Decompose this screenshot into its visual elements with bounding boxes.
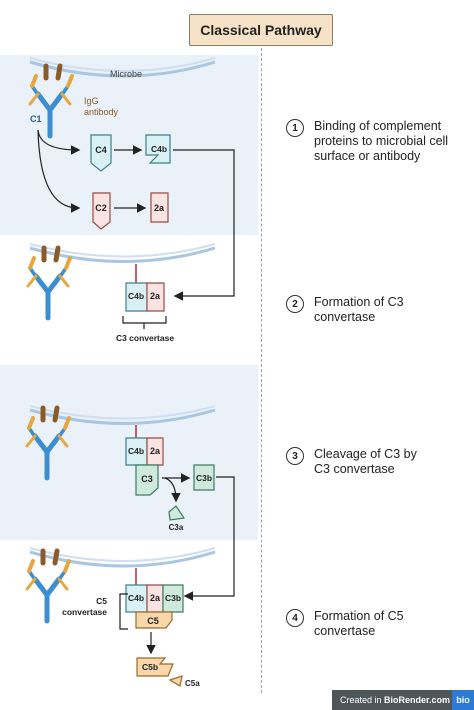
- step-description: Cleavage of C3 by C3 convertase: [314, 447, 417, 476]
- c2a-label-3: 2a: [150, 446, 161, 456]
- igg-label-line2: antibody: [84, 107, 119, 117]
- c5a-label: C5a: [185, 679, 200, 688]
- arrow-step1-to-step2: [173, 149, 235, 301]
- microbe-membrane-2-inner: [29, 243, 216, 258]
- step-description: Binding of complement proteins to microb…: [314, 119, 449, 163]
- c3b-shape: [193, 464, 215, 491]
- arrow-c1-to-c4: [37, 129, 81, 155]
- c3a-shape: [168, 505, 186, 521]
- step-description: Formation of C5 convertase: [314, 609, 404, 638]
- step-4: 4 Formation of C5 convertase: [286, 609, 424, 639]
- c4b-shape: [145, 134, 171, 164]
- microbe-membrane-2: [29, 246, 216, 263]
- c5a-shape: [168, 675, 183, 687]
- c3-label: C3: [141, 474, 153, 484]
- c3a-label: C3a: [169, 523, 184, 532]
- microbe-label: Microbe: [110, 69, 142, 79]
- c2a-shape: [150, 192, 169, 223]
- c4b-label-4: C4b: [128, 593, 144, 603]
- c3b-shape-4: [162, 584, 184, 613]
- c5-label: C5: [147, 616, 159, 626]
- c2a-label-4: 2a: [150, 593, 161, 603]
- microbe-membrane-4-inner: [29, 547, 216, 562]
- c1-label: C1: [30, 114, 42, 124]
- arrow-c1-to-c2: [37, 129, 81, 213]
- c4-label: C4: [95, 145, 107, 155]
- antibody-icon: [30, 66, 72, 136]
- c5-convertase-label-line1: C5: [96, 596, 107, 606]
- c2-label: C2: [95, 203, 107, 213]
- c2a-shape-2: [146, 282, 165, 312]
- microbe-membrane-3: [29, 408, 216, 425]
- step-description: Formation of C3 convertase: [314, 295, 404, 324]
- arrow-step3-to-step4: [183, 476, 235, 601]
- c5-convertase-bracket: [119, 593, 128, 630]
- microbe-membrane-4: [29, 550, 216, 568]
- c2-shape: [92, 192, 111, 230]
- biorender-logo-icon: bio: [452, 690, 474, 710]
- divider: [261, 48, 262, 693]
- step-number: 2: [286, 295, 304, 313]
- c2a-shape-3: [146, 437, 164, 466]
- step-1: 1 Binding of complement proteins to micr…: [286, 119, 474, 164]
- arrow-c3-to-c3a: [164, 477, 181, 503]
- step-number: 4: [286, 609, 304, 627]
- antibody-icon-2: [28, 248, 70, 318]
- c5b-label: C5b: [142, 662, 158, 672]
- step-number: 3: [286, 447, 304, 465]
- step-3: 3 Cleavage of C3 by C3 convertase: [286, 447, 424, 477]
- step-number: 1: [286, 119, 304, 137]
- c3-convertase-label: C3 convertase: [116, 333, 174, 343]
- microbe-membrane-3-inner: [29, 405, 216, 420]
- c4b-label-2: C4b: [128, 291, 144, 301]
- c5b-shape: [136, 657, 174, 677]
- c2a-label: 2a: [154, 203, 165, 213]
- panel-step1: [0, 55, 258, 235]
- footer-text: Created in BioRender.com: [340, 695, 451, 705]
- c3b-label-4: C3b: [165, 593, 181, 603]
- step-2: 2 Formation of C3 convertase: [286, 295, 424, 325]
- c4b-label-3: C4b: [128, 446, 144, 456]
- c2a-label-2: 2a: [150, 291, 161, 301]
- igg-label-line1: IgG: [84, 96, 99, 106]
- c5-convertase-label-line2: convertase: [62, 607, 107, 617]
- microbe-membrane-inner: [29, 57, 216, 72]
- c4-shape: [90, 134, 112, 172]
- c5-shape: [135, 611, 173, 629]
- biorender-footer[interactable]: Created in BioRender.com bio: [332, 690, 474, 710]
- microbe-membrane: [29, 60, 216, 78]
- c3-shape: [135, 464, 159, 496]
- page-title: Classical Pathway: [189, 14, 333, 46]
- c3-convertase-bracket: [122, 316, 167, 329]
- c3b-label: C3b: [196, 473, 212, 483]
- c4b-label: C4b: [151, 144, 167, 154]
